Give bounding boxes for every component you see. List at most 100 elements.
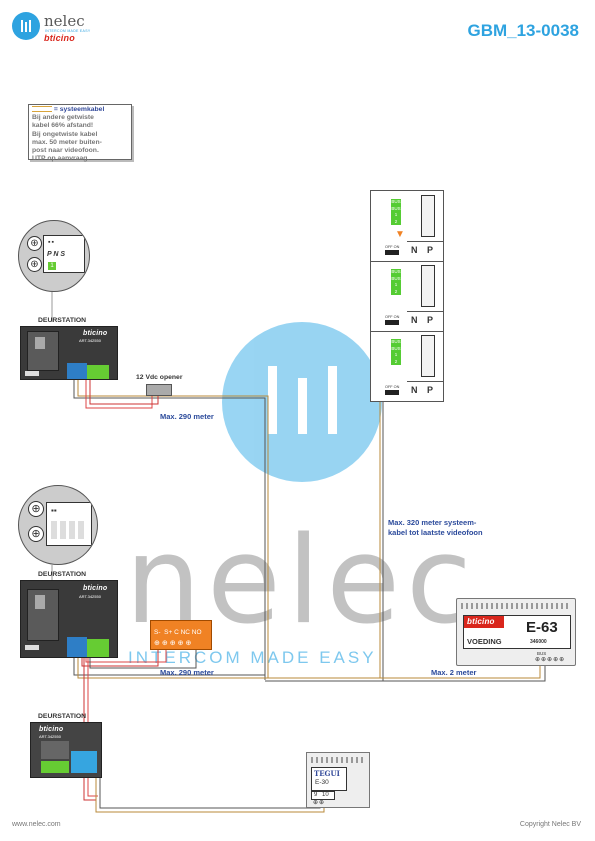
dip-switch-icon: ▪▪ — [48, 239, 55, 246]
tegui-e30: TEGUI E-30 9 10 ⊕⊕ — [306, 752, 370, 808]
strip — [25, 371, 39, 376]
cable-top-run — [73, 378, 269, 680]
zoom-terminals-middle: ⊕ ⊕ ▪▪ — [18, 485, 98, 565]
np-terminals: N P — [407, 381, 443, 401]
opener-label: 12 Vdc opener — [136, 374, 183, 381]
dip-switch-icon: ▪▪ — [51, 506, 57, 515]
handset-icon — [421, 335, 435, 377]
zoom-terminals-top: ⊕ ⊕ ▪▪ P N S 1 — [18, 220, 90, 292]
camera-icon — [35, 337, 45, 349]
watermark-logo-icon — [222, 322, 382, 482]
terminal-label-s: S — [60, 251, 66, 258]
door-station-middle: bticino ART.342550 — [20, 580, 118, 658]
switch-icon — [385, 390, 399, 395]
terminal-label-n: N — [53, 251, 59, 258]
switch-label: OFF ON — [385, 315, 400, 319]
vent-slots — [461, 603, 569, 609]
document-id: GBM_13-0038 — [467, 21, 579, 40]
tegui-model: E-30 — [315, 779, 329, 786]
brand-partner: bticino — [44, 33, 75, 43]
tegui-terminals: 9 10 — [311, 791, 335, 800]
cable-opener — [85, 378, 159, 409]
camera-icon — [35, 595, 45, 609]
watermark-tagline: INTERCOM MADE EASY — [128, 648, 377, 667]
door-station-top: bticino ART.342550 — [20, 326, 118, 380]
green-terminal-block — [41, 761, 69, 773]
screw-icon: ⊕ — [28, 526, 44, 542]
brand-name: nelec — [44, 12, 85, 30]
footer-copyright: Copyright Nelec BV — [519, 821, 581, 828]
screw-icon: ⊕ — [27, 236, 42, 251]
distance-middle-run: Max. 290 meter — [160, 668, 214, 677]
cable-middle-run — [73, 656, 268, 679]
np-terminals: N P — [407, 311, 443, 331]
distance-psu-run: Max. 2 meter — [431, 668, 477, 677]
legend-line: kabel 66% afstand! — [32, 122, 94, 130]
strip — [25, 645, 39, 650]
camera-module — [27, 331, 59, 371]
green-terminal-block — [87, 639, 109, 657]
power-supply-e63: bticino E-63 VOEDING 346000 BUS ⊕⊕⊕⊕⊕ — [456, 598, 576, 666]
legend-line: UTP op aanvraag. — [32, 155, 90, 163]
switch-icon — [385, 250, 399, 255]
tegui-screws-icon: ⊕⊕ — [313, 800, 326, 806]
legend-line: Bij andere getwiste — [32, 114, 94, 122]
terminal-block: ▪▪ — [46, 502, 92, 546]
cable-relay — [81, 650, 197, 669]
door-station-brand: bticino — [83, 330, 108, 337]
np-terminals: N P — [407, 241, 443, 261]
psu-brand: bticino — [467, 617, 495, 626]
tegui-brand: TEGUI — [314, 769, 340, 778]
psu-terminal-label: BUS — [537, 651, 547, 656]
distance-system-run-line2: kabel tot laatste videofoon — [388, 528, 483, 537]
bus-terminal-block — [67, 363, 87, 379]
relay-terminal-labels: S- S+ C NC NO — [154, 629, 202, 636]
switch-label: OFF ON — [385, 245, 400, 249]
door-station-model: ART.342550 — [79, 594, 101, 599]
cable-psu-run — [380, 664, 546, 682]
vent-slots — [311, 757, 365, 763]
door-station-brand: bticino — [39, 726, 64, 733]
arrow-down-icon: ▼ — [395, 229, 405, 240]
legend-line: Bij ongetwiste kabel — [32, 130, 98, 138]
handset-icon — [421, 195, 435, 237]
legend-line: max. 50 meter buiten- — [32, 138, 102, 146]
nelec-logo-icon — [12, 12, 40, 40]
psu-brand-bar — [464, 616, 504, 628]
relay-module: S- S+ C NC NO ⊕⊕⊕⊕⊕ — [150, 620, 212, 650]
psu-screws-icon: ⊕⊕⊕⊕⊕ — [535, 657, 566, 663]
distance-system-run-line1: Max. 320 meter systeem- — [388, 518, 477, 527]
brand-tagline: INTERCOM MADE EASY — [45, 29, 91, 33]
bus-terminal-block — [67, 637, 87, 657]
legend-line: post naar videofoon. — [32, 147, 99, 155]
handset-icon — [421, 265, 435, 307]
door-station-model: ART.342550 — [79, 338, 101, 343]
switch-icon — [385, 320, 399, 325]
cable-swatch-icon — [32, 106, 52, 113]
terminal-label-p: P — [47, 251, 52, 258]
psu-label: VOEDING — [467, 637, 502, 646]
screw-icon: ⊕ — [27, 257, 42, 272]
empty-terminals — [51, 521, 87, 539]
distance-top-run: Max. 290 meter — [160, 412, 214, 421]
green-terminal-block — [87, 365, 109, 379]
board — [41, 741, 69, 759]
door-station-label: DEURSTATION — [38, 713, 87, 720]
relay-screws-icon: ⊕⊕⊕⊕⊕ — [154, 640, 194, 647]
terminal-block: ▪▪ P N S 1 — [43, 235, 85, 273]
door-opener-icon — [146, 384, 172, 396]
door-station-label: DEURSTATION — [38, 317, 87, 324]
psu-model: E-63 — [526, 619, 558, 636]
tegui-label-panel: TEGUI E-30 — [311, 767, 347, 791]
selector-value: 1 — [48, 262, 56, 270]
bus-terminal-block — [71, 751, 97, 773]
legend-title: = systeemkabel — [32, 106, 128, 114]
footer-website[interactable]: www.nelec.com — [12, 821, 61, 828]
